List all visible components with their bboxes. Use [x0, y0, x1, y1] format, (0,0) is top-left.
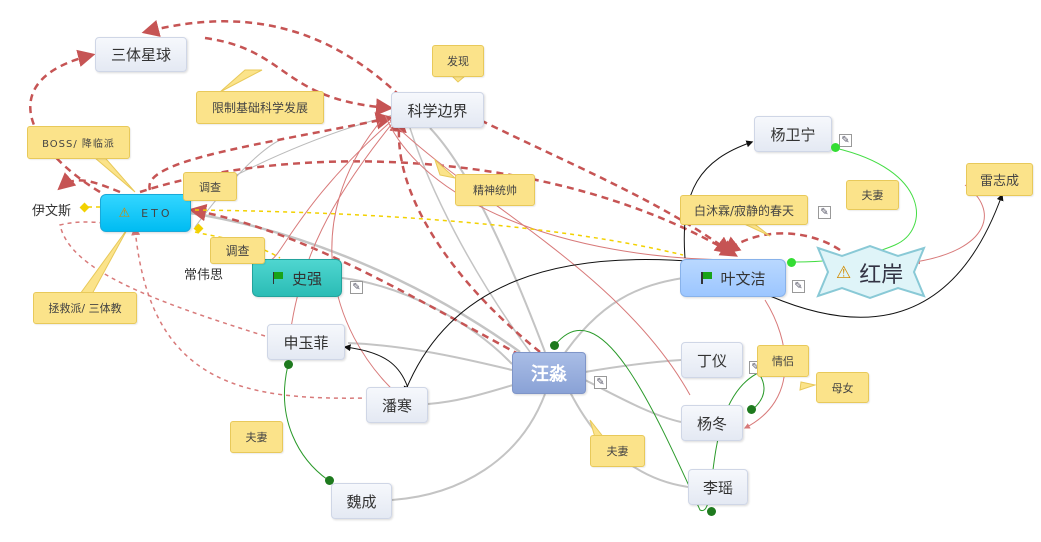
- node-leizhicheng[interactable]: 雷志成: [966, 163, 1033, 196]
- note-icon[interactable]: ✎: [350, 281, 363, 294]
- node-yewenjie[interactable]: 叶文洁: [680, 259, 786, 297]
- note-icon-yangweining[interactable]: ✎: [839, 134, 852, 147]
- branch-center-weicheng: [391, 393, 546, 501]
- warning-icon-hongan: ⚠: [836, 263, 852, 283]
- connector-dot: [747, 405, 756, 414]
- node-yewenjie-text: 叶文洁: [720, 269, 766, 288]
- node-weicheng[interactable]: 魏成: [331, 483, 392, 519]
- node-panhan-text: 潘寒: [381, 396, 412, 415]
- branch-center-panhan: [427, 384, 514, 405]
- label-jingshen-text: 精神统帅: [473, 184, 517, 197]
- label-qinglv[interactable]: 情侣: [757, 345, 809, 377]
- node-eto[interactable]: ⚠ ETO: [100, 194, 191, 232]
- node-weicheng-text: 魏成: [346, 492, 377, 511]
- label-diaocha-1-text: 调查: [199, 180, 221, 194]
- label-faxian[interactable]: 发现: [432, 45, 484, 77]
- label-fuqi-1-text: 夫妻: [861, 189, 884, 202]
- label-baimulin-text: 白沐霖/寂静的春天: [693, 203, 795, 218]
- node-santi-text: 三体星球: [110, 46, 171, 64]
- node-shenyufei-text: 申玉菲: [283, 333, 329, 352]
- node-center[interactable]: 汪淼: [512, 352, 586, 394]
- node-leizhicheng-text: 雷志成: [979, 174, 1019, 189]
- connector-dot: [325, 476, 334, 485]
- node-yiwensi-text: 伊文斯: [32, 204, 72, 219]
- node-dingyi-text: 丁仪: [696, 351, 727, 370]
- branch-center-eto: [189, 211, 521, 354]
- node-yangdong-text: 杨冬: [696, 414, 727, 433]
- node-yangweining[interactable]: 杨卫宁: [754, 116, 832, 152]
- label-faxian-text: 发现: [447, 55, 469, 68]
- label-boss[interactable]: BOSS/ 降临派: [27, 126, 130, 159]
- label-fuqi-1[interactable]: 夫妻: [846, 180, 899, 210]
- warning-icon: ⚠: [118, 205, 134, 221]
- node-shiqiang-text: 史强: [291, 269, 322, 288]
- node-center-text: 汪淼: [531, 364, 567, 385]
- label-fuqi-3-text: 夫妻: [606, 445, 629, 458]
- label-baimulin[interactable]: 白沐霖/寂静的春天: [680, 195, 808, 225]
- branch-center-kexue-2: [409, 127, 531, 353]
- label-xianzhi[interactable]: 限制基础科学发展: [196, 91, 324, 124]
- node-kexue-text: 科学边界: [407, 101, 468, 120]
- branch-center-kexue-1: [429, 127, 546, 353]
- flag-icon: [272, 272, 284, 284]
- node-santi[interactable]: 三体星球: [95, 37, 187, 72]
- node-liyao-text: 李瑶: [702, 478, 733, 497]
- node-panhan[interactable]: 潘寒: [366, 387, 428, 423]
- node-changweisi[interactable]: 常伟思: [184, 264, 223, 283]
- label-zhengjiu[interactable]: 拯救派/ 三体教: [33, 292, 137, 324]
- node-yangweining-text: 杨卫宁: [770, 125, 816, 144]
- note-icon-center[interactable]: ✎: [594, 376, 607, 389]
- flag-icon-yewenjie: [700, 272, 712, 284]
- connector-dot: [831, 143, 840, 152]
- label-diaocha-2[interactable]: 调查: [210, 237, 265, 264]
- node-changweisi-text: 常伟思: [184, 268, 224, 283]
- label-jingshen[interactable]: 精神统帅: [455, 174, 535, 206]
- node-yiwensi[interactable]: 伊文斯: [32, 200, 71, 219]
- connector-dot: [787, 258, 796, 267]
- note-icon-baimulin[interactable]: ✎: [818, 206, 831, 219]
- note-icon-yewenjie[interactable]: ✎: [792, 280, 805, 293]
- label-fuqi-3[interactable]: 夫妻: [590, 435, 645, 467]
- node-kexue[interactable]: 科学边界: [391, 92, 484, 128]
- node-hongan-text: 红岸: [859, 263, 904, 288]
- label-zhengjiu-text: 拯救派/ 三体教: [48, 302, 122, 315]
- node-dingyi[interactable]: 丁仪: [681, 342, 743, 378]
- node-eto-text: ETO: [141, 206, 173, 220]
- connector-dot: [707, 507, 716, 516]
- label-boss-text: BOSS/ 降临派: [42, 139, 115, 150]
- label-munv-text: 母女: [831, 381, 854, 395]
- node-shiqiang[interactable]: 史强: [252, 259, 342, 297]
- hongan-burst: [816, 244, 926, 300]
- label-xianzhi-text: 限制基础科学发展: [211, 101, 308, 115]
- branch-center-dingyi: [584, 359, 682, 373]
- connector-dot: [550, 341, 559, 350]
- connector-dot: [284, 360, 293, 369]
- node-yangdong[interactable]: 杨冬: [681, 405, 743, 441]
- label-diaocha-1[interactable]: 调查: [183, 172, 237, 201]
- node-hongan[interactable]: ⚠ 红岸: [836, 257, 903, 289]
- label-fuqi-2-text: 夫妻: [245, 431, 268, 444]
- label-diaocha-2-text: 调查: [225, 244, 250, 258]
- node-liyao[interactable]: 李瑶: [688, 469, 748, 505]
- node-shenyufei[interactable]: 申玉菲: [267, 324, 345, 360]
- label-munv[interactable]: 母女: [816, 372, 869, 403]
- label-fuqi-2[interactable]: 夫妻: [230, 421, 283, 453]
- label-qinglv-text: 情侣: [772, 355, 794, 368]
- branch-center-yewenjie: [559, 277, 684, 361]
